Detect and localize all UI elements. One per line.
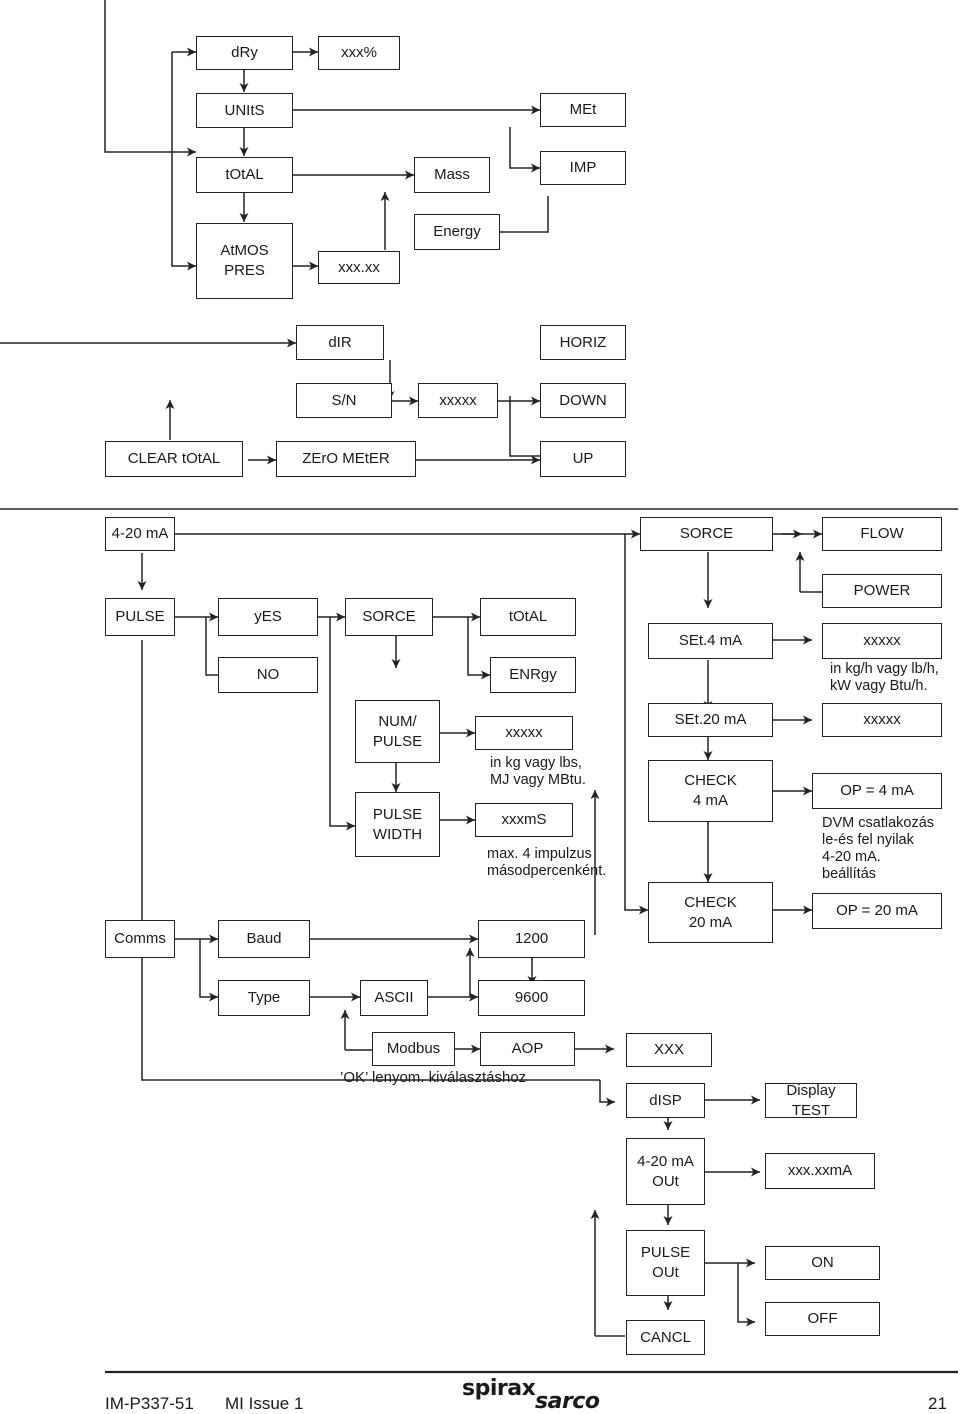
zero-meter-box: ZErO MEtER [276,441,416,477]
sorce-top-box: SORCE [640,517,773,551]
yes-box: yES [218,598,318,636]
units-box: UNItS [196,93,293,128]
op4-box: OP = 4 mA [812,773,942,809]
page-number: 21 [928,1394,947,1413]
dry-value-box: xxx% [318,36,400,70]
sn-box: S/N [296,383,392,418]
horiz-box: HORIZ [540,325,626,360]
pulse-out-box: PULSE OUt [626,1230,705,1296]
energy-box: Energy [414,214,500,250]
units-kg-note: in kg/h vagy lb/h, kW vagy Btu/h. [830,661,939,694]
baud-9600-box: 9600 [478,980,585,1016]
check20-box: CHECK 20 mA [648,882,773,943]
sorce-pulse-box: SORCE [345,598,433,636]
comms-box: Comms [105,920,175,958]
ascii-box: ASCII [360,980,428,1016]
set4-box: SEt.4 mA [648,623,773,659]
xxxxx-pulse-box: xxxxx [475,716,573,750]
enrgy-box: ENRgy [490,657,576,693]
out-4-20-box: 4-20 mA OUt [626,1138,705,1205]
max-pulse-note: max. 4 impulzus másodpercenként. [487,846,607,879]
baud-box: Baud [218,920,310,958]
set4-value-box: xxxxx [822,623,942,659]
total-pulse-box: tOtAL [480,598,576,636]
total-box: tOtAL [196,157,293,193]
dir-box: dIR [296,325,384,360]
dry-box: dRy [196,36,293,70]
disp-box: dISP [626,1083,705,1118]
flow-box: FLOW [822,517,942,551]
power-box: POWER [822,574,942,608]
met-box: MEt [540,93,626,127]
sn-value-box: xxxxx [418,383,498,418]
aop-box: AOP [480,1032,575,1066]
xxxms-box: xxxmS [475,803,573,837]
dvm-note: DVM csatlakozás le-és fel nyilak 4-20 mA… [822,815,935,882]
pulse-box: PULSE [105,598,175,636]
display-test-box: Display TEST [765,1082,857,1119]
pulse-width-box: PULSE WIDTH [355,792,440,857]
on-box: ON [765,1246,880,1280]
logo-sarco: sarco [535,1389,600,1414]
units-lbs-note: in kg vagy lbs, MJ vagy MBtu. [490,755,586,788]
type-box: Type [218,980,310,1016]
mass-box: Mass [414,157,490,193]
modbus-box: Modbus [372,1032,455,1066]
set20-box: SEt.20 mA [648,703,773,737]
cancl-box: CANCL [626,1320,705,1355]
baud-1200-box: 1200 [478,920,585,958]
set20-value-box: xxxxx [822,703,942,737]
logo-spirax: spirax [462,1376,536,1401]
no-box: NO [218,657,318,693]
op20-box: OP = 20 mA [812,893,942,929]
doc-id: IM-P337-51 [105,1394,194,1413]
up-box: UP [540,441,626,477]
issue-label: MI Issue 1 [225,1394,304,1413]
down-box: DOWN [540,383,626,418]
atmos-value-box: xxx.xx [318,251,400,284]
off-box: OFF [765,1302,880,1336]
ma-4-20-box: 4-20 mA [105,517,175,551]
clear-total-box: CLEAR tOtAL [105,441,243,477]
ok-press-note: ’OK’ lenyom. kiválasztáshoz [340,1069,527,1086]
imp-box: IMP [540,151,626,185]
out-value-box: xxx.xxmA [765,1153,875,1189]
check4-box: CHECK 4 mA [648,760,773,822]
aop-value-box: XXX [626,1033,712,1067]
atmos-pres-box: AtMOS PRES [196,223,293,299]
num-pulse-box: NUM/ PULSE [355,700,440,763]
